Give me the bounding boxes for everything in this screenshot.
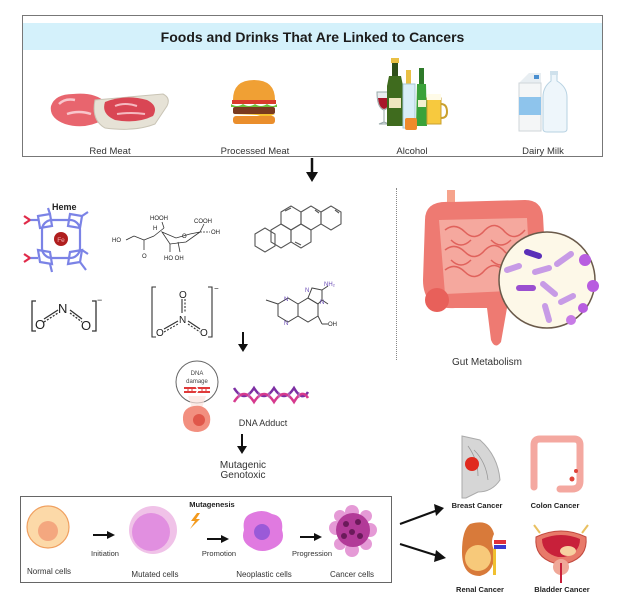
arrow-down-icon <box>306 158 318 182</box>
svg-text:O: O <box>182 234 187 240</box>
mutated-cell-icon <box>129 506 177 554</box>
svg-text:O: O <box>142 254 147 260</box>
nitrite-charge: − <box>97 295 102 305</box>
heme-iron-label: Fe <box>57 237 65 244</box>
food-label-processed-meat: Processed Meat <box>220 146 290 157</box>
alcohol-bottles-icon <box>376 58 449 130</box>
stage-label-neoplastic: Neoplastic cells <box>236 570 292 579</box>
normal-cell-icon <box>26 505 70 549</box>
stage-label-mutated: Mutated cells <box>131 570 179 579</box>
foods-panel: Foods and Drinks That Are Linked to Canc… <box>22 15 603 157</box>
transition-promotion: Promotion <box>201 549 237 558</box>
foods-title: Foods and Drinks That Are Linked to Canc… <box>23 23 602 50</box>
cancer-label-bladder: Bladder Cancer <box>534 585 590 594</box>
neoplastic-cell-icon <box>243 511 283 551</box>
meiqx-n2: N <box>320 300 324 306</box>
nitrate-o-top: O <box>179 290 187 301</box>
meiqx-structure-icon: NH₂ N N N N OH <box>265 282 337 328</box>
dna-helix-icon <box>232 385 310 405</box>
nitrate-o-right: O <box>200 328 208 339</box>
nitrate-structure-icon: O N O O − <box>151 284 219 339</box>
nitrate-n: N <box>179 315 186 326</box>
heme-structure-icon: Fe <box>23 207 89 273</box>
section-divider <box>396 188 397 360</box>
neu5gc-oh: OH <box>211 230 220 236</box>
dna-damage-label-1: DNA <box>191 371 204 377</box>
gut-metabolism-label: Gut Metabolism <box>451 357 523 368</box>
food-label-red-meat: Red Meat <box>89 146 131 157</box>
transition-progression: Progression <box>291 549 333 558</box>
cancer-label-colon: Colon Cancer <box>530 501 580 510</box>
branch-arrows-icon <box>399 504 446 562</box>
mutagenesis-label: Mutagenesis <box>189 500 235 509</box>
meiqx-nh2: NH₂ <box>324 282 336 288</box>
arrow-right-icon <box>207 535 229 543</box>
stage-label-cancer: Cancer cells <box>329 570 374 579</box>
transition-initiation: Initiation <box>91 549 119 558</box>
meiqx-n4: N <box>284 321 288 327</box>
colon-cancer-icon <box>530 435 584 493</box>
cancer-label-renal: Renal Cancer <box>456 585 504 594</box>
neu5gc-cooh: COOH <box>194 219 212 225</box>
cancer-cell-icon <box>329 505 377 557</box>
benzopyrene-structure-icon <box>254 205 342 253</box>
neu5gc-ho-left: HO <box>112 238 121 244</box>
food-label-alcohol: Alcohol <box>396 146 428 157</box>
nitrite-structure-icon: O N O − <box>31 295 102 333</box>
arrow-right-icon <box>93 531 115 539</box>
arrow-right-icon <box>300 533 322 541</box>
neu5gc-hooh-top: HOOH <box>150 216 168 222</box>
nitrate-o-left: O <box>156 328 164 339</box>
nitrite-o-left: O <box>35 317 45 332</box>
dna-damage-icon: DNA damage <box>175 360 219 432</box>
food-label-dairy-milk: Dairy Milk <box>522 146 564 157</box>
genotoxic-label: Genotoxic <box>220 470 266 481</box>
heme-label: Heme <box>52 202 77 212</box>
neu5gc-h: H <box>153 226 157 232</box>
stage-label-normal: Normal cells <box>26 567 71 576</box>
burger-icon <box>231 80 277 124</box>
cell-progression-panel <box>20 496 392 583</box>
dna-adduct-label: DNA Adduct <box>238 418 288 428</box>
lightning-icon <box>190 513 200 529</box>
renal-cancer-icon <box>462 522 506 576</box>
breast-cancer-icon <box>461 435 501 499</box>
gut-icon <box>423 190 599 346</box>
neu5gc-structure-icon: HO O HOOH H COOH OH O HO OH <box>112 216 220 262</box>
cancer-label-breast: Breast Cancer <box>451 501 503 510</box>
red-meat-icon <box>50 93 169 130</box>
neu5gc-ho-oh: HO OH <box>164 256 184 262</box>
mutagenic-label: Mutagenic <box>219 460 267 471</box>
meiqx-n1: N <box>305 288 309 294</box>
bladder-cancer-icon <box>533 524 589 583</box>
arrow-down-icon <box>237 434 247 454</box>
milk-carton-icon <box>518 71 568 133</box>
meiqx-oh: OH <box>328 322 337 328</box>
nitrite-n: N <box>58 301 67 316</box>
nitrate-charge: − <box>214 284 219 293</box>
arrow-down-icon <box>238 332 248 352</box>
outcome-label: Mutagenic Genotoxic <box>204 461 282 481</box>
nitrite-o-right: O <box>81 318 91 333</box>
dna-damage-label-2: damage <box>186 379 208 385</box>
meiqx-n3: N <box>284 297 288 303</box>
